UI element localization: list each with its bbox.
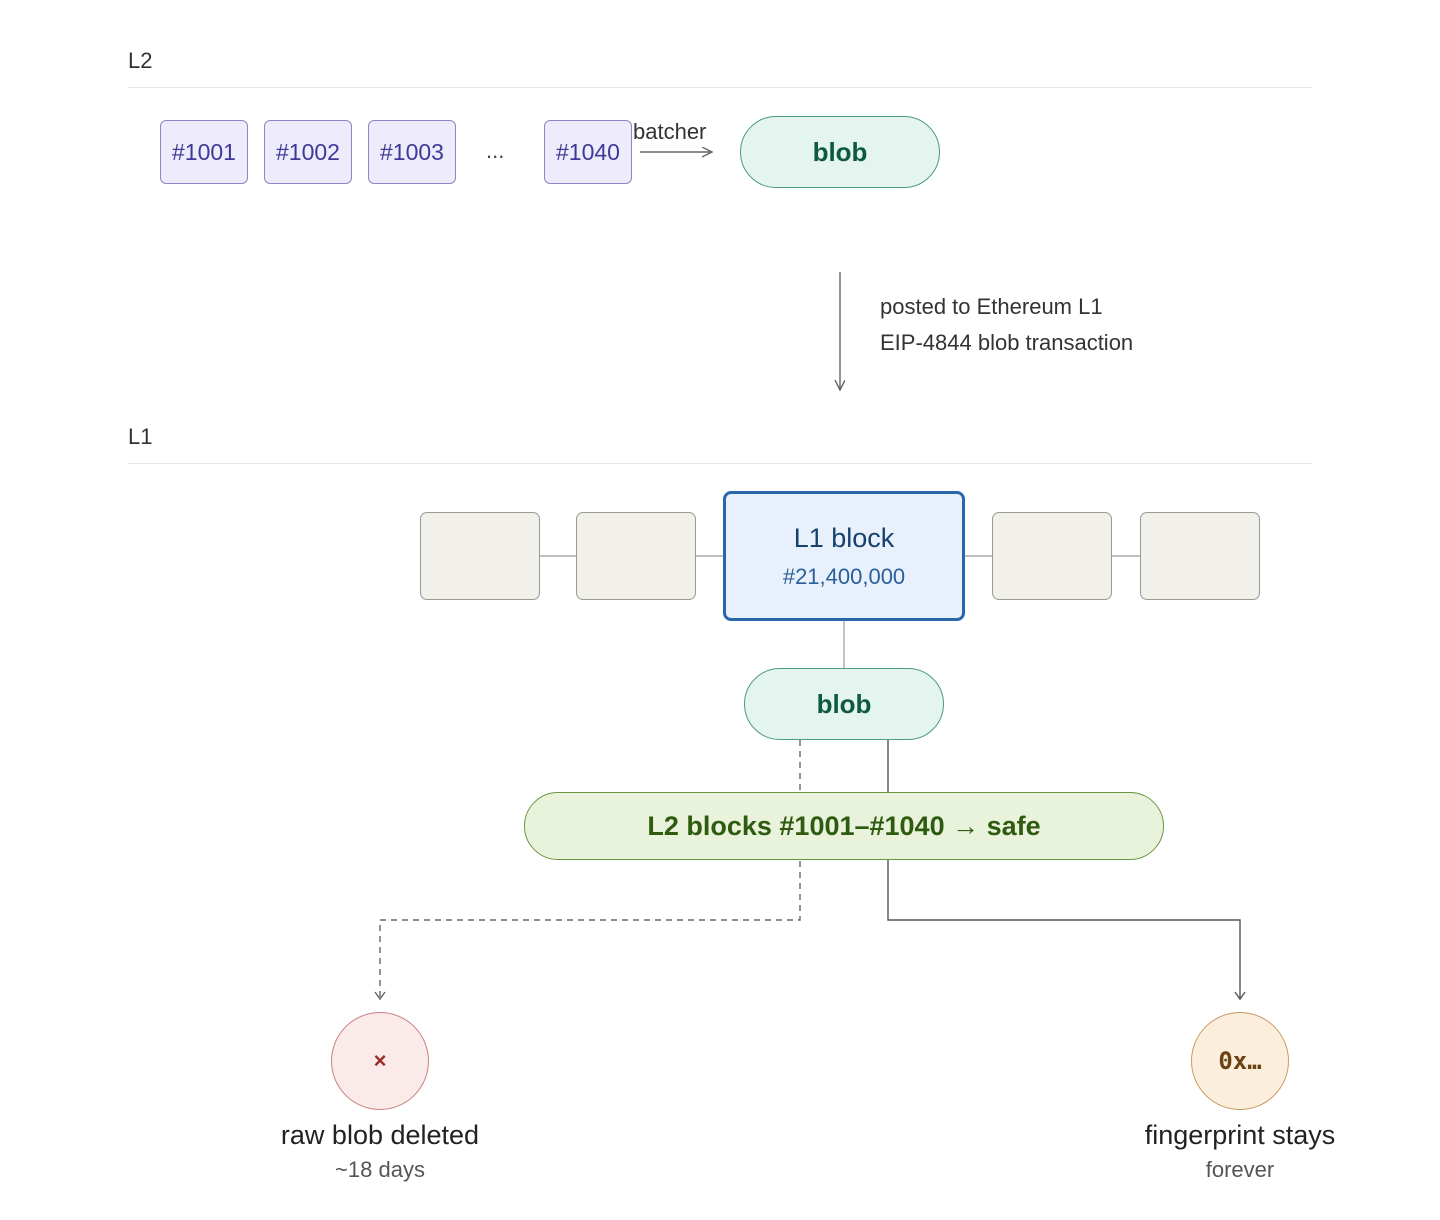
l1-divider	[128, 463, 1312, 464]
fingerprint-icon: 0x…	[1191, 1012, 1289, 1110]
l2-block: #1002	[264, 120, 352, 184]
deleted-subtitle: ~18 days	[335, 1157, 425, 1182]
safe-status-pill: L2 blocks #1001–#1040 → safe	[524, 792, 1164, 860]
l2-block: #1003	[368, 120, 456, 184]
l2-block: #1040	[544, 120, 632, 184]
l1-section-label: L1	[128, 424, 153, 449]
fingerprint-path	[887, 740, 1241, 998]
l1-block-main: L1 block #21,400,000	[723, 491, 965, 621]
fingerprint-arrowhead	[1234, 991, 1246, 1001]
transition-line-2: EIP-4844 blob transaction	[880, 330, 1134, 355]
transition-line-1: posted to Ethereum L1	[880, 294, 1103, 319]
l1-block-title: L1 block	[793, 522, 895, 553]
deleted-arrowhead	[374, 991, 386, 1001]
l1-block-number: #21,400,000	[782, 563, 906, 589]
l2-divider	[128, 87, 1312, 88]
transition-note: posted to Ethereum L1 EIP-4844 blob tran…	[880, 289, 1133, 361]
chain-block	[992, 512, 1112, 600]
l1-blob-pill: blob	[744, 668, 944, 740]
fingerprint-title: fingerprint stays	[1144, 1120, 1336, 1150]
chain-block	[1140, 512, 1260, 600]
chain-block	[420, 512, 540, 600]
l2-section-label: L2	[128, 48, 153, 73]
deleted-icon: ×	[331, 1012, 429, 1110]
l2-block: #1001	[160, 120, 248, 184]
chain-block	[576, 512, 696, 600]
l2-blob-pill: blob	[740, 116, 940, 188]
deleted-path	[379, 740, 801, 998]
l2-ellipsis: ...	[486, 138, 505, 163]
batcher-label: batcher	[633, 119, 707, 144]
fingerprint-subtitle: forever	[1205, 1157, 1275, 1182]
deleted-title: raw blob deleted	[280, 1120, 480, 1150]
